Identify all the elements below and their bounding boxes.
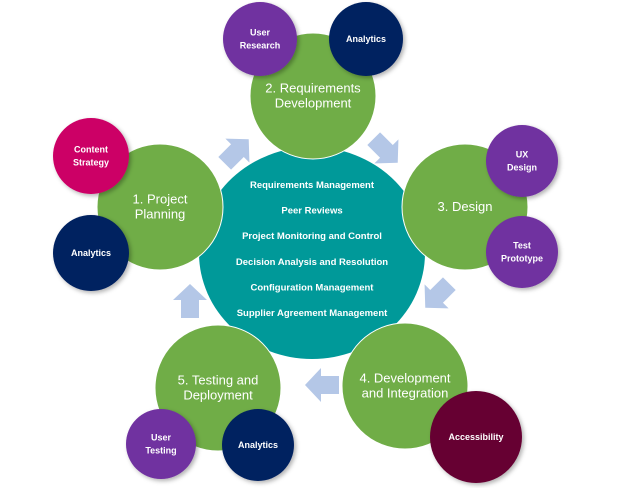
satellite-circle [53,215,129,291]
satellite-label: User [151,433,172,443]
phase-label: 5. Testing and [178,373,259,388]
phase-label: Development [275,96,352,111]
phase-label: 4. Development [359,371,450,386]
satellite-circle [222,409,294,481]
satellite-label: Strategy [73,158,109,168]
satellite-label: Analytics [71,248,111,258]
process-area-label: Configuration Management [251,282,375,293]
satellite-label: Analytics [346,34,386,44]
satellite-label: Analytics [238,440,278,450]
satellite-label: Testing [145,446,176,456]
process-area-label: Decision Analysis and Resolution [236,257,388,268]
satellite-label: Research [240,41,281,51]
flow-arrow-up-right-icon [218,138,250,170]
satellite-label: Accessibility [448,432,503,442]
satellite-circle [486,216,558,288]
phase-label: Deployment [183,388,253,403]
satellite-label: Content [74,145,108,155]
flow-arrow-up-icon [173,284,207,318]
satellite-development-integration-0: Accessibility [430,391,522,483]
satellite-label: UX [516,150,529,160]
process-area-label: Requirements Management [250,180,375,191]
satellite-circle [223,2,297,76]
satellite-circle [126,409,196,479]
satellite-requirements-development-1: Analytics [329,2,403,76]
phase-label: 1. Project [133,192,188,207]
phase-circle [96,143,224,271]
satellite-circle [53,118,129,194]
hub-circle [199,147,425,359]
satellite-circle [486,125,558,197]
phase-label: 3. Design [438,199,493,214]
flow-arrow-down-left-icon [424,277,456,309]
phase-label: Planning [135,207,186,222]
flow-arrow-left-icon [305,368,339,402]
satellite-circle [329,2,403,76]
satellite-label: Prototype [501,254,543,264]
satellite-circle [430,391,522,483]
phase-label: and Integration [362,386,449,401]
satellite-design-0: UX Design [486,125,558,197]
satellite-label: User [250,28,271,38]
process-area-label: Peer Reviews [281,206,342,217]
process-area-label: Supplier Agreement Management [237,308,388,319]
satellite-project-planning-1: Analytics [53,215,129,291]
satellite-label: Test [513,241,531,251]
flow-arrow-down-right-icon [367,132,399,164]
satellite-label: Design [507,163,537,173]
satellite-testing-deployment-1: Analytics [222,409,294,481]
phase-label: 2. Requirements [265,81,361,96]
process-area-label: Project Monitoring and Control [242,231,382,242]
